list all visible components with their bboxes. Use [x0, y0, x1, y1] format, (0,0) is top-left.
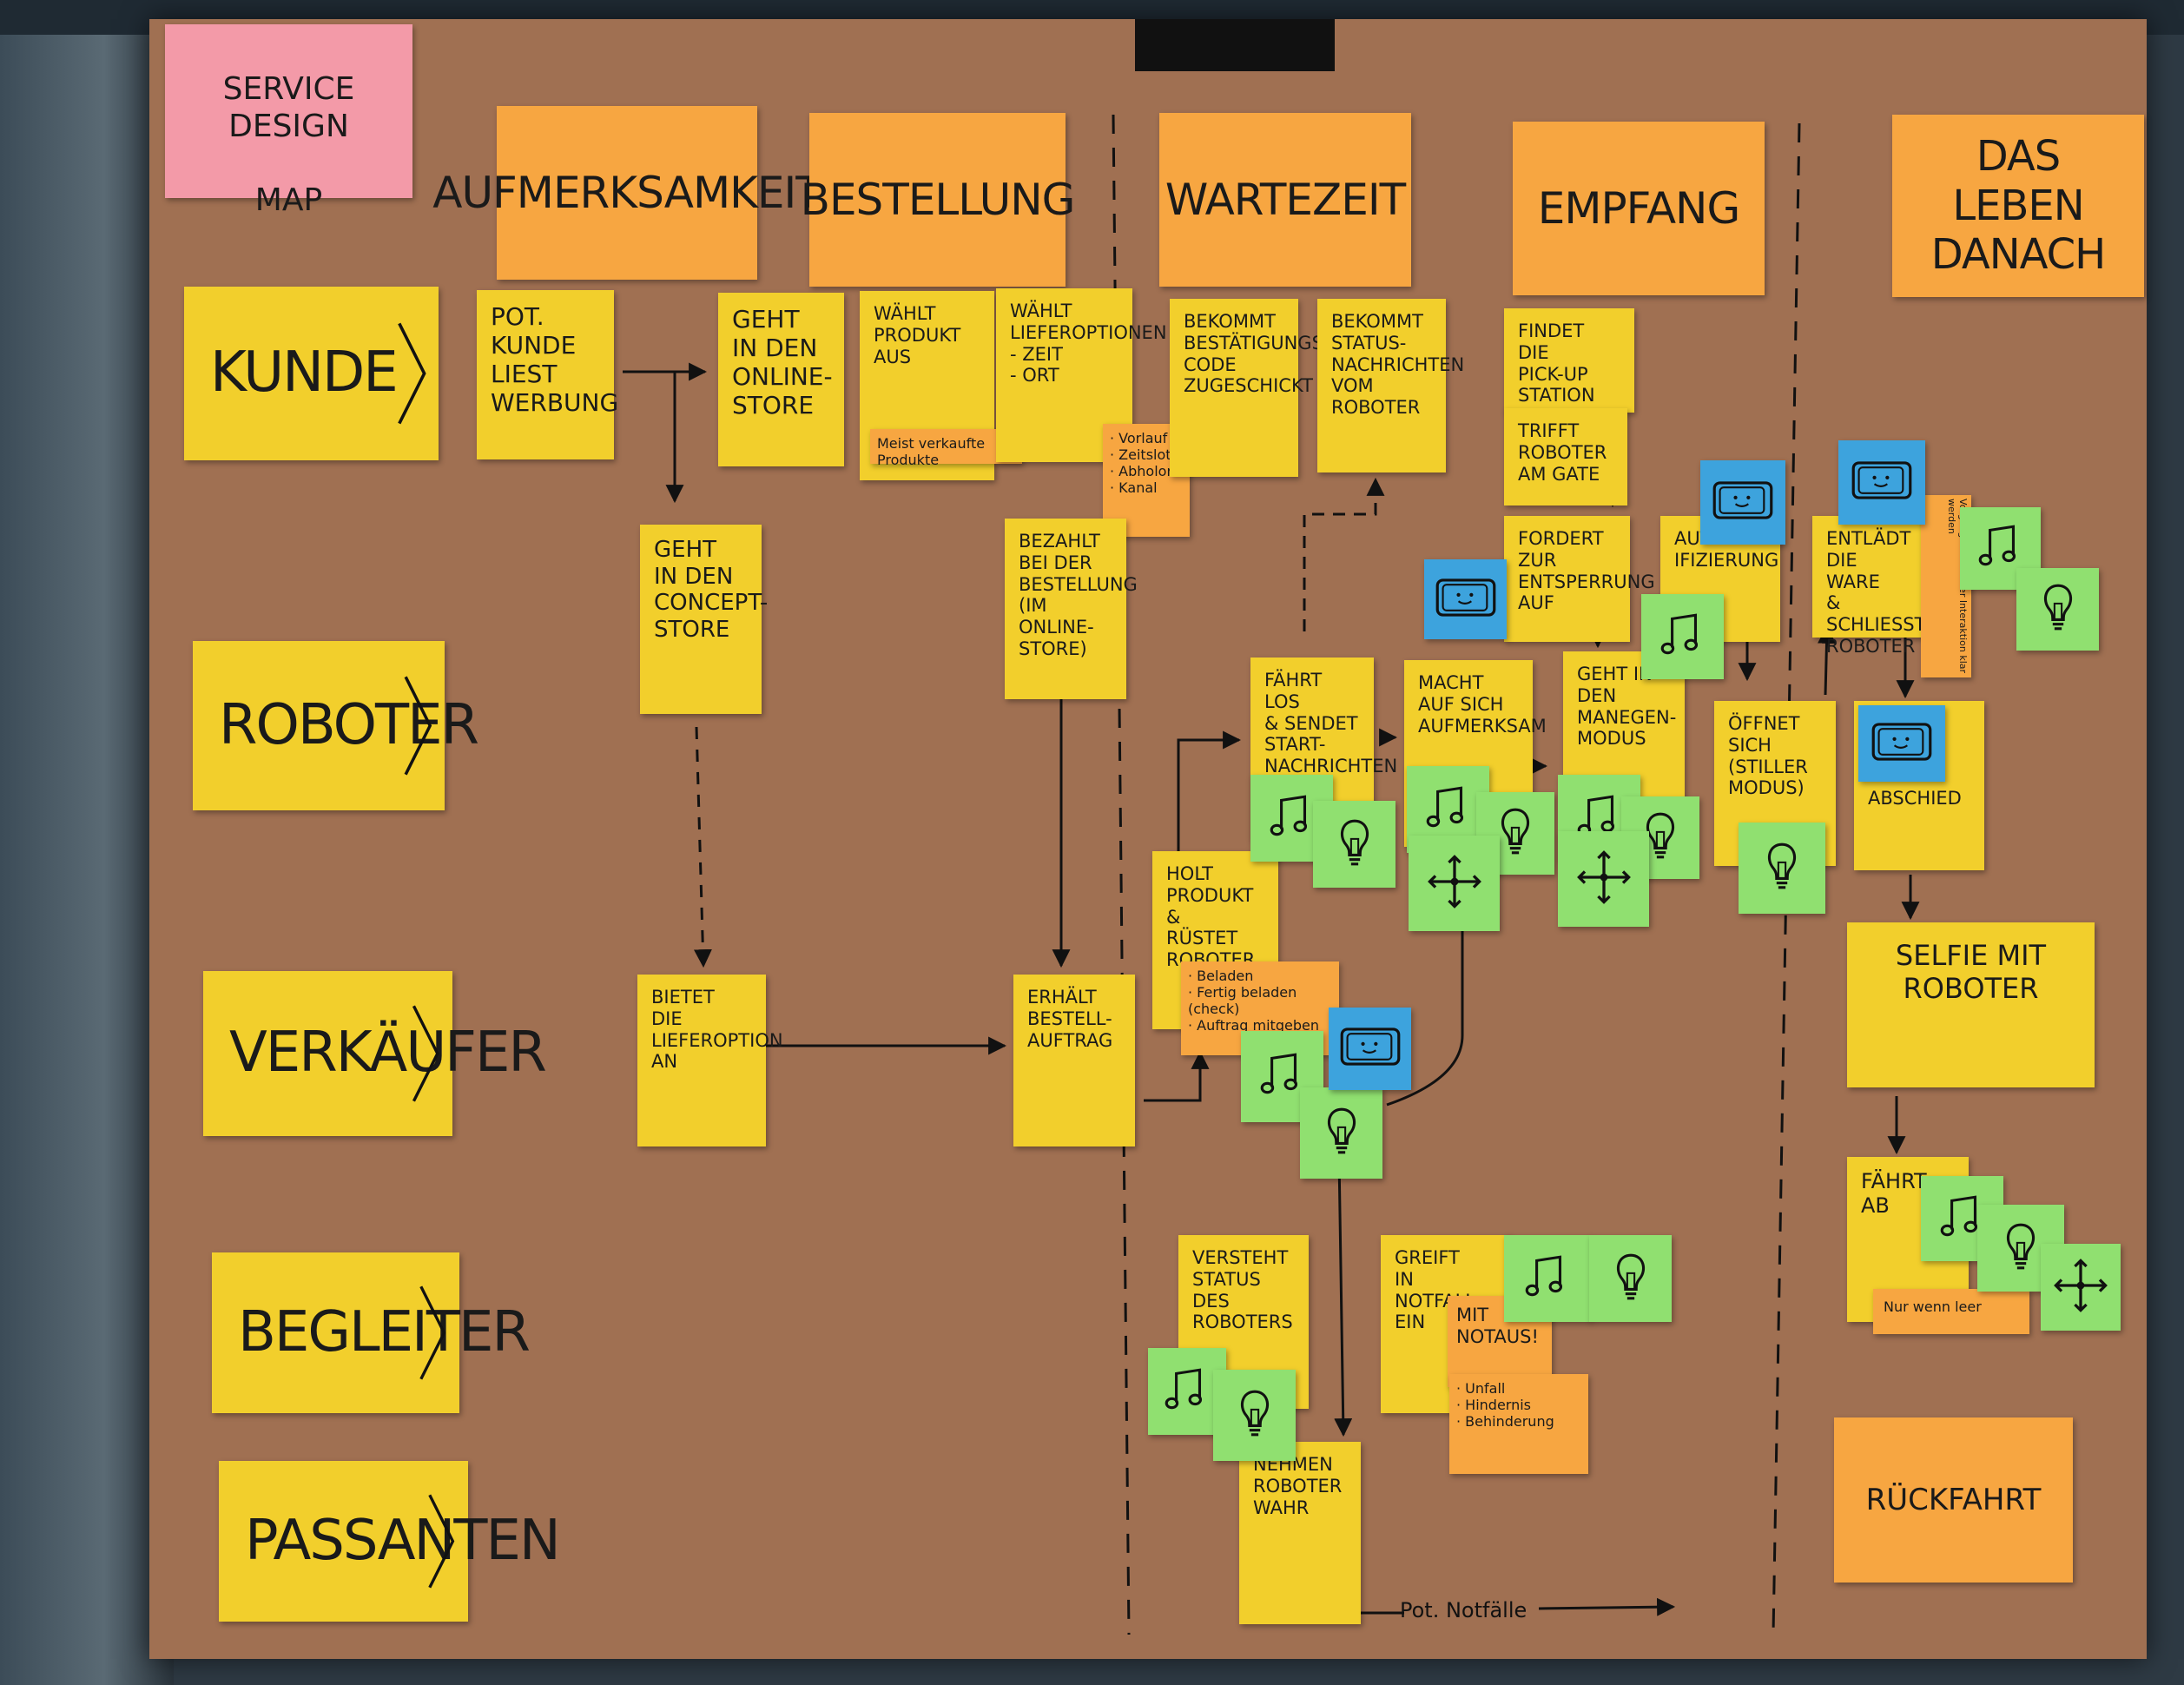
actor-passanten: Passanten — [219, 1461, 561, 1622]
move-arrows-sticky — [2041, 1244, 2121, 1331]
music-note-sticky — [1504, 1235, 1591, 1322]
tablet-smiley-icon — [1711, 477, 1775, 528]
note-verkaeufer-2: Erhält Bestell- auftrag — [1013, 975, 1135, 1146]
board-clip — [1135, 19, 1335, 71]
tablet-smiley-icon — [1434, 574, 1498, 625]
tablet-smiley-icon — [1870, 718, 1934, 770]
tablet-smiley-sticky — [1838, 440, 1925, 525]
phase-bestellung: Bestellung — [801, 113, 1075, 287]
music-note-icon — [1256, 1047, 1310, 1106]
chevron-right-icon — [419, 1285, 446, 1380]
lightbulb-icon — [1633, 809, 1687, 867]
background-left — [0, 0, 174, 1685]
actor-roboter: Roboter — [193, 641, 479, 810]
actor-begleiter-label: Begleiter — [238, 1299, 531, 1365]
chevron-right-icon — [428, 1494, 455, 1589]
note-kunde-1: Pot. Kunde liest Werbung — [477, 290, 618, 459]
separator-line — [1772, 122, 1801, 1635]
lightbulb-sticky — [2016, 568, 2099, 651]
move-arrows-icon — [2052, 1257, 2109, 1318]
lightbulb-icon — [1488, 804, 1542, 862]
music-note-icon — [1422, 781, 1475, 839]
note-kunde-9: Fordert zur Entsperrung auf — [1504, 516, 1655, 642]
chevron-right-icon — [398, 322, 426, 425]
actor-roboter-label: Roboter — [219, 692, 479, 757]
actor-passanten-label: Passanten — [245, 1508, 561, 1573]
lightbulb-icon — [1228, 1386, 1282, 1444]
chevron-right-icon — [404, 676, 432, 776]
move-arrows-sticky — [1409, 836, 1500, 931]
phase-empfang: Empfang — [1513, 122, 1765, 295]
tablet-smiley-sticky — [1424, 559, 1507, 639]
phase-wartezeit: Wartezeit — [1159, 113, 1411, 287]
music-note-icon — [1936, 1190, 1989, 1248]
music-note-sticky — [1641, 594, 1724, 679]
note-rueckfahrt: Rückfahrt — [1834, 1417, 2073, 1583]
service-design-board: Service Design Map Aufmerksamkeit Bestel… — [149, 19, 2147, 1659]
music-note-icon — [1160, 1363, 1214, 1421]
phase-aufmerksamkeit: Aufmerksamkeit — [432, 106, 822, 280]
lightbulb-icon — [1755, 839, 1809, 897]
note-bezahlt: Bezahlt bei der Bestellung (im Online- S… — [1005, 519, 1138, 699]
move-arrows-icon — [1426, 853, 1483, 915]
actor-begleiter: Begleiter — [212, 1252, 531, 1413]
actor-verkaeufer: Verkäufer — [203, 971, 547, 1136]
note-verkaeufer-1: Bietet die Lieferoption an — [637, 975, 783, 1146]
music-note-icon — [1974, 519, 2028, 578]
note-faehrt-ab-sub: Nur wenn leer — [1873, 1289, 2029, 1334]
tablet-smiley-sticky — [1700, 460, 1785, 545]
lightbulb-icon — [1994, 1219, 2048, 1278]
music-note-icon — [1521, 1250, 1574, 1308]
separator-line — [1112, 114, 1131, 1635]
actor-verkaeufer-label: Verkäufer — [229, 1021, 547, 1086]
actor-kunde: Kunde — [184, 287, 439, 460]
lightbulb-sticky — [1313, 801, 1396, 888]
lightbulb-sticky — [1739, 823, 1825, 914]
connector-layer — [623, 114, 1920, 1635]
note-kunde-11: Entlädt die Ware & schliesst Roboter — [1812, 516, 1928, 657]
note-passanten-1: Nehmen Roboter wahr — [1239, 1442, 1361, 1624]
board-title-line1: Service Design — [222, 71, 355, 144]
music-note-icon — [1656, 608, 1710, 666]
board-title-line2: Map — [254, 182, 323, 218]
note-notfall-sub: · Unfall · Hindernis · Behinderung — [1449, 1374, 1588, 1474]
actor-kunde-label: Kunde — [210, 340, 399, 406]
tablet-smiley-icon — [1850, 457, 1914, 508]
note-kunde-7: Findet die Pick-up Station — [1504, 308, 1634, 413]
lightbulb-sticky — [1589, 1235, 1672, 1322]
lightbulb-icon — [2031, 580, 2085, 638]
board-title-note: Service Design Map — [165, 24, 412, 218]
lightbulb-icon — [1328, 816, 1382, 874]
chevron-right-icon — [412, 1005, 439, 1102]
move-arrows-sticky — [1558, 831, 1649, 927]
lightbulb-icon — [1604, 1250, 1658, 1308]
note-kunde-6: Bekommt Status- nachrichten vom Roboter — [1317, 299, 1464, 472]
tablet-smiley-sticky — [1329, 1008, 1411, 1090]
tablet-smiley-icon — [1338, 1023, 1402, 1074]
lightbulb-sticky — [1213, 1370, 1296, 1461]
note-kunde-5: Bekommt Bestätigungs- Code zugeschickt — [1170, 299, 1330, 477]
note-kunde-8: Trifft Roboter am Gate — [1504, 408, 1627, 506]
tablet-smiley-sticky — [1858, 705, 1945, 782]
pot-notfaelle-label: Pot. Notfälle — [1400, 1598, 1527, 1622]
lightbulb-icon — [1315, 1104, 1369, 1162]
note-selfie: Selfie mit Roboter — [1847, 922, 2095, 1087]
note-kunde-2: Geht in den Online- Store — [718, 293, 844, 466]
lightbulb-sticky — [1300, 1087, 1382, 1179]
music-note-icon — [1265, 790, 1319, 848]
move-arrows-icon — [1575, 849, 1633, 910]
phase-das-leben-danach: Das Leben Danach — [1892, 115, 2144, 297]
note-concept-store: Geht in den Concept- Store — [640, 525, 768, 714]
